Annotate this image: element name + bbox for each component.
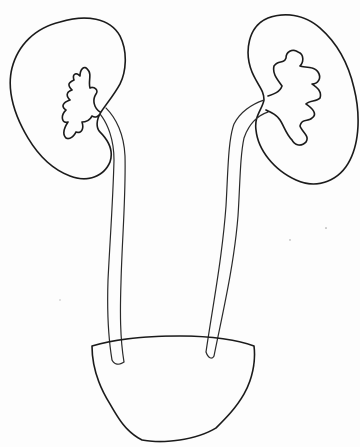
paper-speck — [289, 239, 290, 240]
paper-speck — [59, 299, 60, 300]
right-ureter-outer — [206, 100, 264, 352]
right-ureter-bladder-entry — [206, 352, 214, 358]
right-kidney-pelvis — [266, 50, 321, 145]
right-kidney-outline — [248, 15, 358, 184]
left-kidney-pelvis — [62, 68, 100, 139]
paper-speck — [325, 227, 327, 229]
left-ureter-bladder-entry — [112, 360, 124, 364]
bladder-outline — [92, 336, 255, 442]
left-ureter-outer — [100, 114, 114, 360]
right-ureter-inner — [214, 112, 268, 356]
